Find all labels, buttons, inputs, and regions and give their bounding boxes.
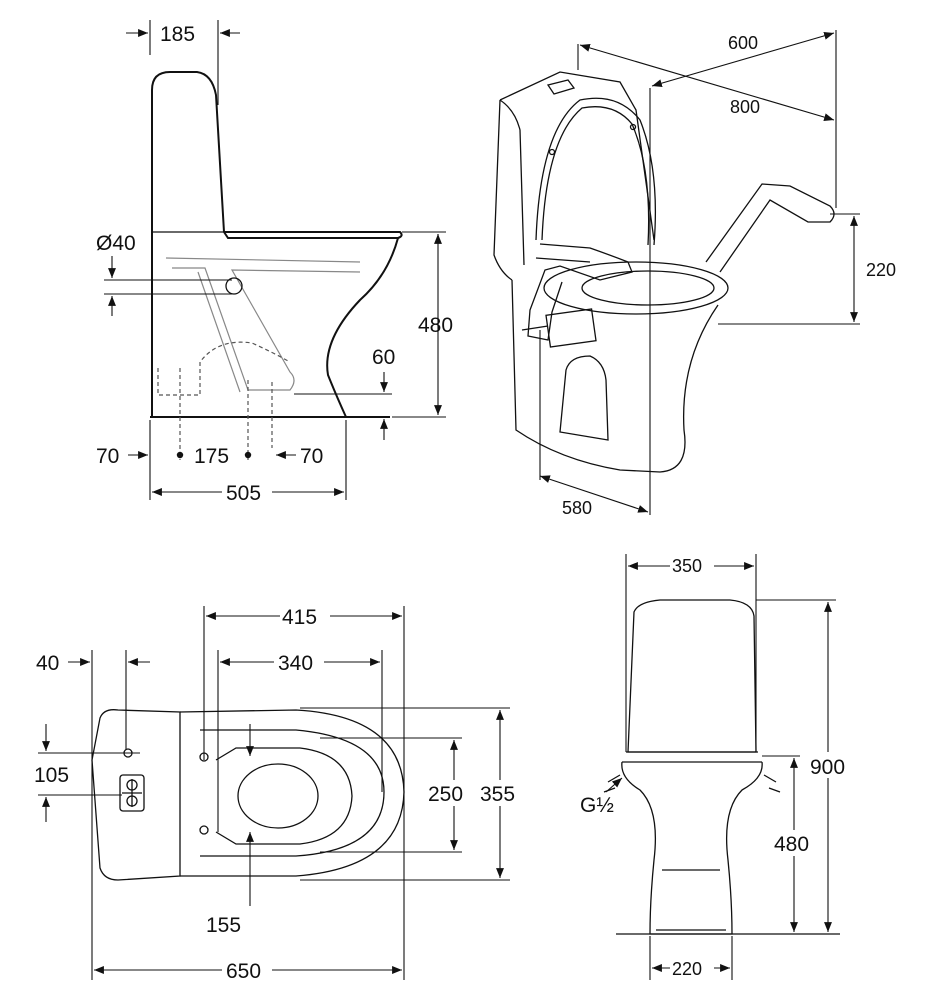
side-outlet-dashed (157, 341, 291, 396)
dim-70-right: 70 (300, 445, 323, 468)
dim-580: 580 (562, 498, 592, 518)
dim-250: 250 (428, 783, 463, 806)
dim-diameter-40: Ø40 (96, 232, 136, 255)
dim-220-arm: 220 (866, 260, 896, 280)
dim-340: 340 (278, 652, 313, 675)
top-flush-button (119, 774, 145, 812)
dim-800: 800 (730, 97, 760, 117)
top-view: 415 340 40 105 250 355 155 (34, 602, 524, 983)
dim-105: 105 (34, 764, 69, 787)
dim-185: 185 (160, 23, 195, 46)
top-tank (91, 709, 181, 881)
dim-60: 60 (372, 346, 395, 369)
dim-70-left: 70 (96, 445, 119, 468)
persp-tank (493, 71, 655, 281)
dim-40-top: 40 (36, 652, 59, 675)
perspective-view: 600 800 220 580 (493, 30, 896, 518)
top-seat-opening (237, 763, 319, 829)
dim-505: 505 (226, 482, 261, 505)
side-pipe-hole (225, 277, 243, 295)
persp-grab-bar-left (527, 243, 633, 341)
top-bowl (179, 709, 405, 877)
dim-175: 175 (194, 445, 229, 468)
dim-480-front: 480 (774, 833, 809, 856)
dim-415: 415 (282, 606, 317, 629)
front-bowl (621, 761, 763, 935)
dim-350: 350 (672, 556, 702, 576)
dim-600: 600 (728, 33, 758, 53)
side-tank (151, 71, 225, 233)
persp-bowl (511, 279, 719, 473)
front-tank (627, 599, 757, 753)
side-view: 185 Ø40 480 60 70 175 70 505 (96, 20, 453, 505)
dim-355: 355 (480, 783, 515, 806)
side-seat (223, 231, 403, 239)
thread-label: G½ (580, 794, 614, 817)
side-bowl (151, 232, 399, 418)
front-view: 350 900 480 220 G½ (580, 553, 852, 980)
dim-480-side: 480 (418, 314, 453, 337)
dim-900: 900 (810, 756, 845, 779)
dim-155: 155 (206, 914, 241, 937)
side-trap (165, 257, 361, 391)
persp-grab-bar-right (705, 183, 835, 273)
dim-220-foot: 220 (672, 959, 702, 979)
persp-seat (543, 261, 729, 315)
dim-650: 650 (226, 960, 261, 983)
